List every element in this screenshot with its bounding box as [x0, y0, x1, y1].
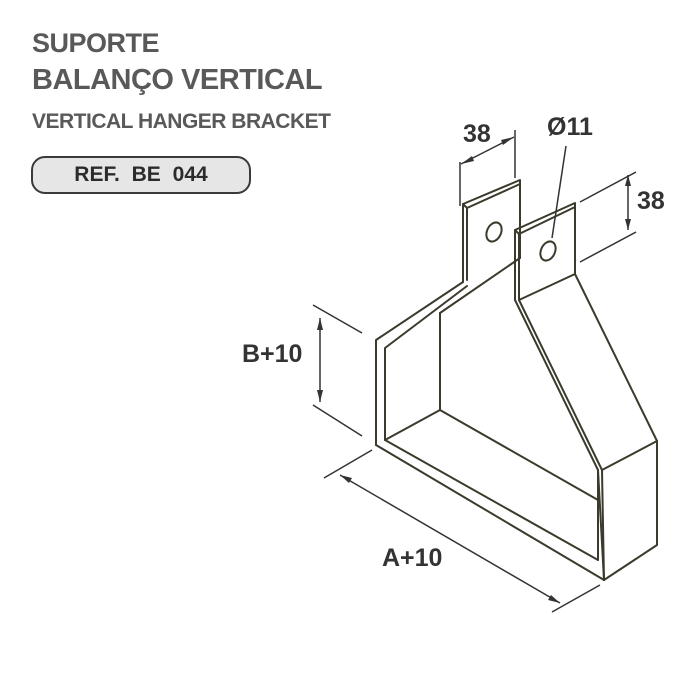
front-side-plate [514, 273, 658, 581]
dim-tab-height: 38 [637, 187, 665, 215]
front-mounting-tab [514, 202, 576, 301]
back-mounting-tab [462, 179, 521, 283]
dim-tab-width: 38 [463, 120, 491, 148]
hole-icon [485, 221, 503, 243]
bracket-base [375, 409, 605, 581]
dimension-lines [312, 130, 637, 613]
dim-width: A+10 [382, 544, 442, 572]
reference-badge: REF. BE 044 [31, 156, 251, 194]
title-english: VERTICAL HANGER BRACKET [32, 110, 331, 133]
title-portuguese-line2: BALANÇO VERTICAL [32, 64, 323, 96]
hole-icon [539, 240, 557, 262]
dim-hole-diameter: Ø11 [547, 113, 593, 141]
dimension-arrows [317, 137, 631, 603]
title-portuguese-line1: SUPORTE [32, 28, 160, 58]
dim-height: B+10 [242, 340, 302, 368]
back-side-plate [375, 257, 521, 446]
